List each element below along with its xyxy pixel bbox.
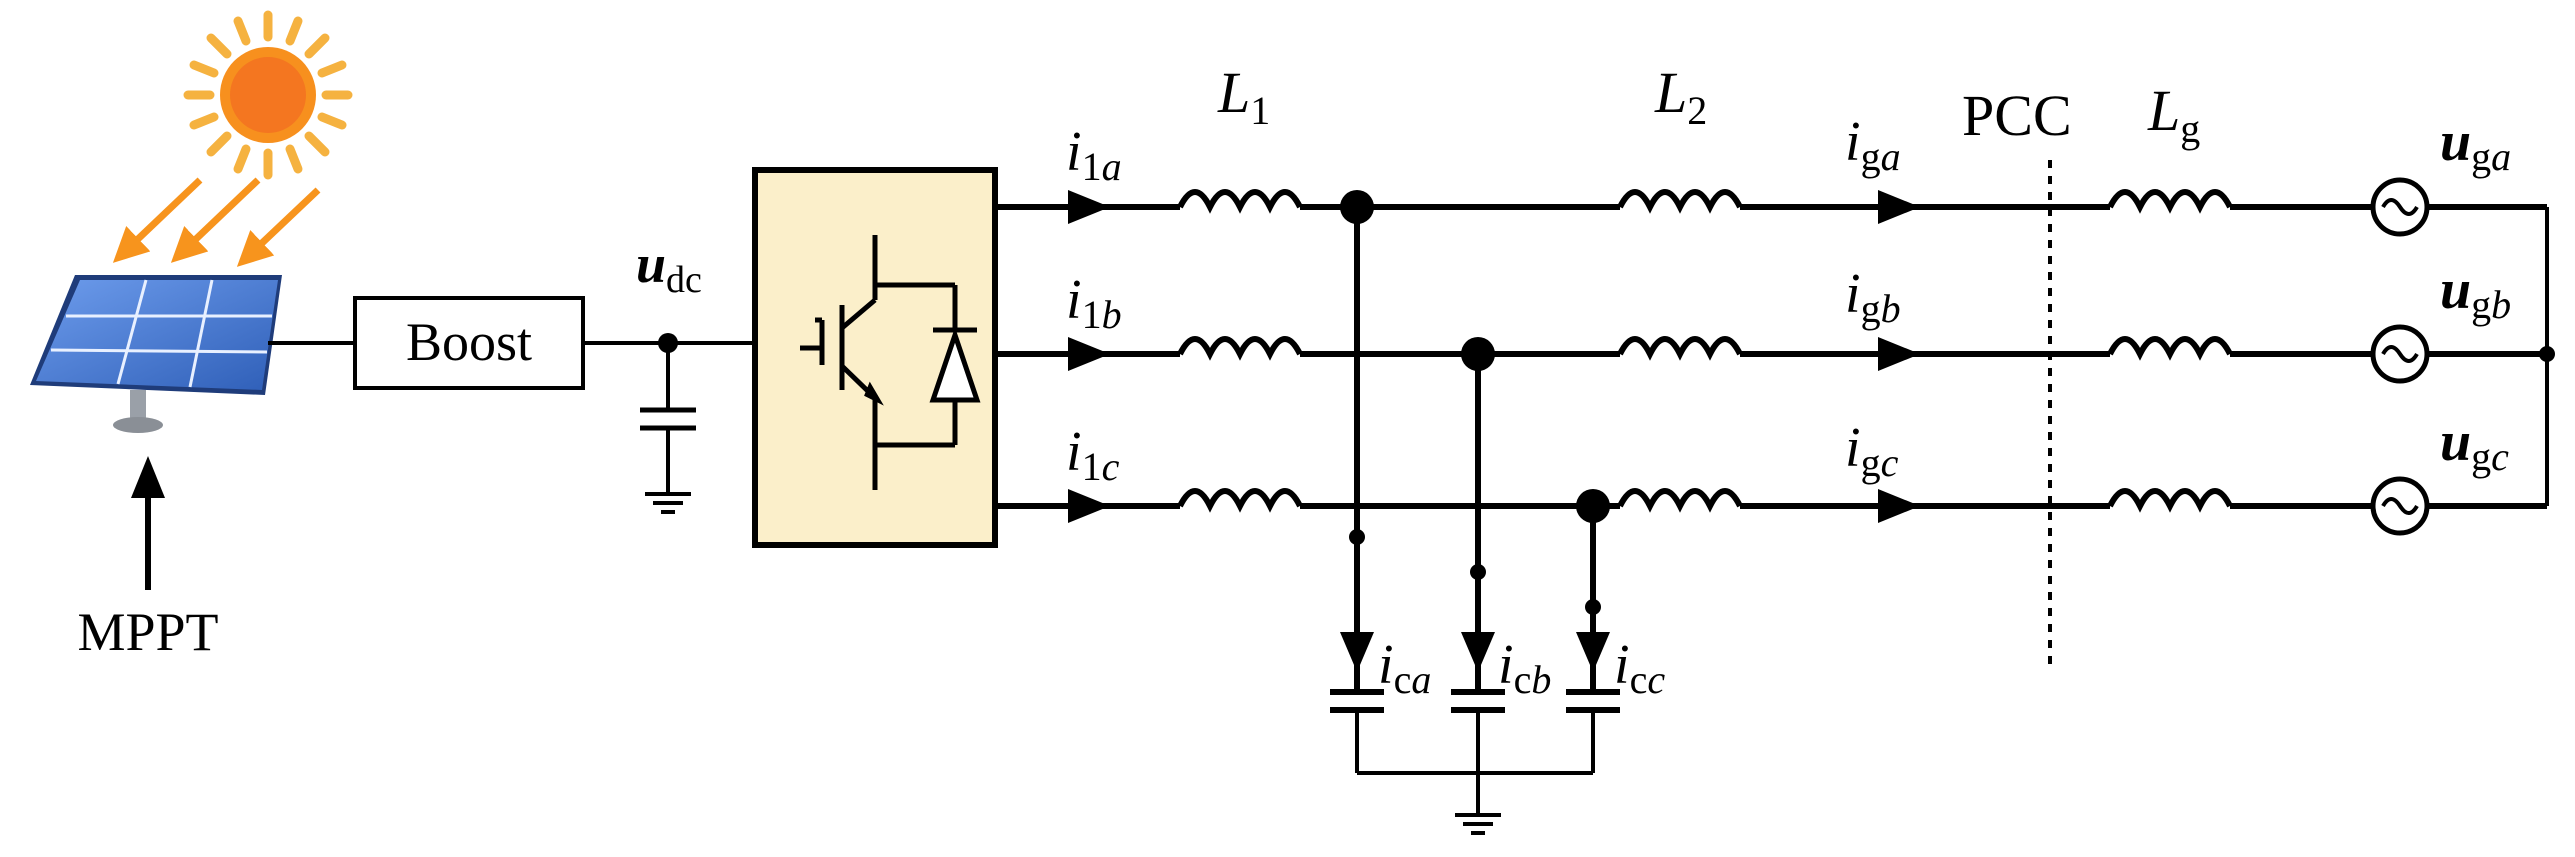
- icc-label: icc: [1614, 634, 1665, 702]
- Lg-label: Lg: [2147, 78, 2200, 151]
- ground-icon: [1455, 813, 1501, 835]
- boost-converter: [353, 296, 585, 390]
- sun-icon: [183, 10, 353, 180]
- i1b-label: i1b: [1066, 269, 1122, 337]
- phase-b-line: [995, 336, 2547, 361]
- L1-label: L1: [1217, 60, 1270, 133]
- filter-capacitor-c: [1576, 506, 1610, 690]
- ugc-label: ugc: [2440, 411, 2509, 479]
- ground-icon: [645, 492, 691, 514]
- ac-source-icon: [2370, 476, 2430, 536]
- dc-capacitor: [640, 343, 696, 492]
- igc-label: igc: [1845, 417, 1899, 485]
- uga-label: uga: [2440, 111, 2511, 179]
- boost-label: Boost: [406, 312, 532, 372]
- phase-a-line: [995, 189, 2547, 214]
- filter-capacitor-b: [1461, 354, 1495, 690]
- sunlight-arrows: [112, 177, 321, 267]
- ugb-label: ugb: [2440, 259, 2511, 327]
- udc-label: udc: [636, 234, 702, 301]
- ica-label: ica: [1378, 634, 1431, 702]
- inverter-block: [752, 167, 998, 548]
- neutral-node: [2539, 346, 2555, 362]
- ac-source-icon: [2370, 177, 2430, 237]
- igb-label: igb: [1845, 263, 1901, 331]
- icb-label: icb: [1498, 634, 1551, 702]
- mppt-label: MPPT: [77, 602, 218, 662]
- capacitor-star-bus: [1355, 710, 1595, 815]
- iga-label: iga: [1845, 111, 1901, 179]
- ac-source-icon: [2370, 324, 2430, 384]
- L2-label: L2: [1654, 60, 1707, 133]
- filter-capacitor-plates: [1330, 689, 1620, 713]
- pcc-label: PCC: [1962, 83, 2072, 148]
- mppt-arrow: [131, 456, 165, 590]
- phase-c-line: [995, 488, 2547, 513]
- filter-capacitor-a: [1340, 207, 1374, 690]
- ig-arrows: [1878, 190, 1920, 523]
- i1c-label: i1c: [1066, 421, 1120, 489]
- solar-panel-icon: [30, 275, 282, 433]
- i1-arrows: [1068, 190, 1110, 523]
- i1a-label: i1a: [1066, 121, 1122, 189]
